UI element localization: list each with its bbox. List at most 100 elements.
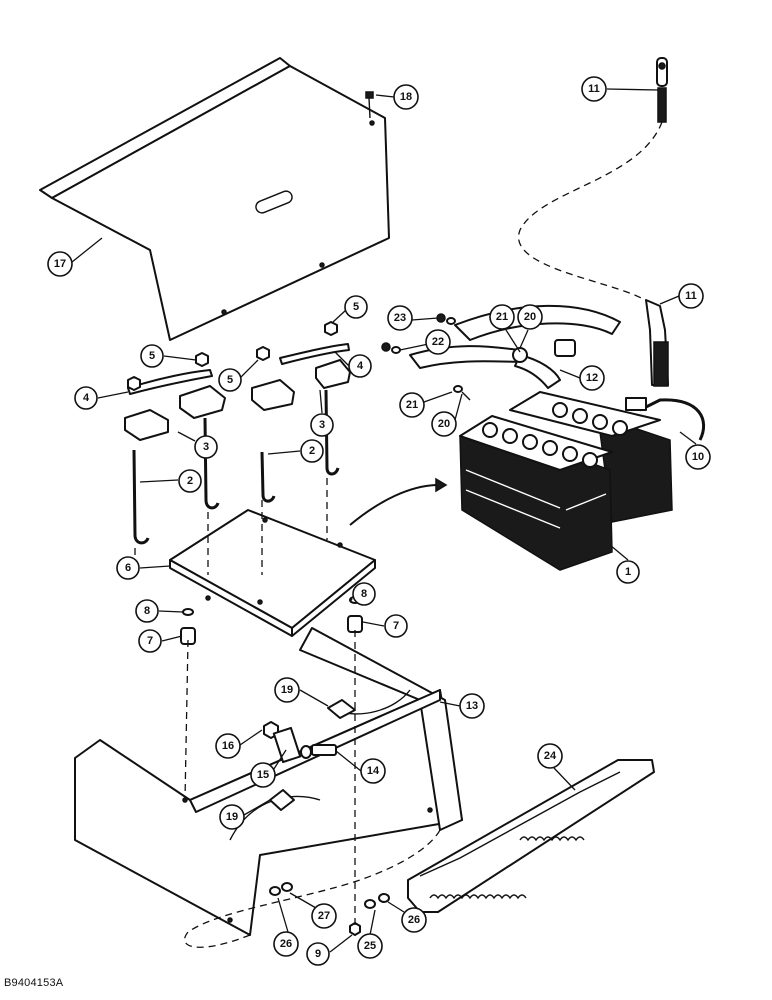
svg-text:24: 24 [544, 750, 557, 762]
callout-17: 17 [47, 251, 73, 277]
svg-text:3: 3 [319, 419, 325, 431]
svg-text:20: 20 [438, 418, 450, 430]
callout-5c: 5 [344, 295, 368, 319]
callout-5b: 5 [218, 368, 242, 392]
assembly-lines [134, 478, 441, 948]
callout-24: 24 [537, 743, 563, 769]
callout-23: 23 [387, 305, 413, 331]
svg-text:26: 26 [280, 938, 292, 950]
svg-text:19: 19 [281, 684, 293, 696]
callout-11b: 11 [678, 283, 704, 309]
callout-7a: 7 [138, 629, 162, 653]
callout-21a: 21 [489, 304, 515, 330]
callout-19b: 19 [219, 804, 245, 830]
callout-26b: 26 [401, 907, 427, 933]
svg-text:9: 9 [315, 948, 321, 960]
svg-text:21: 21 [496, 311, 508, 323]
battery-tray [169, 509, 376, 637]
svg-text:22: 22 [432, 336, 444, 348]
svg-text:23: 23 [394, 312, 406, 324]
mount-hardware [263, 699, 356, 811]
callout-27: 27 [311, 903, 337, 929]
callout-25: 25 [357, 933, 383, 959]
callout-22: 22 [425, 329, 451, 355]
svg-text:11: 11 [588, 83, 600, 95]
callout-4b: 4 [348, 354, 372, 378]
hold-down-rod-right [279, 343, 350, 365]
install-arrow [349, 477, 448, 526]
figure-code: B9404153A [4, 977, 64, 989]
callout-18: 18 [393, 84, 419, 110]
svg-text:10: 10 [692, 451, 704, 463]
callout-9: 9 [306, 942, 330, 966]
callout-7b: 7 [384, 614, 408, 638]
clamps [124, 359, 351, 441]
j-bolts [132, 389, 340, 545]
svg-text:26: 26 [408, 914, 420, 926]
svg-text:16: 16 [222, 740, 234, 752]
callout-3b: 3 [310, 413, 334, 437]
callout-11a: 11 [581, 76, 607, 102]
callout-16: 16 [215, 733, 241, 759]
callout-3a: 3 [194, 435, 218, 459]
svg-text:18: 18 [400, 91, 412, 103]
callout-26a: 26 [273, 931, 299, 957]
callout-15: 15 [250, 762, 276, 788]
svg-text:7: 7 [147, 635, 153, 647]
svg-text:5: 5 [227, 374, 233, 386]
svg-text:17: 17 [54, 258, 66, 270]
callout-2a: 2 [178, 469, 202, 493]
battery-cover [39, 57, 390, 341]
cable-hardware [381, 313, 471, 401]
callout-20b: 20 [431, 411, 457, 437]
step [407, 759, 655, 913]
callout-8b: 8 [352, 582, 376, 606]
svg-text:8: 8 [361, 588, 367, 600]
callout-2b: 2 [300, 439, 324, 463]
svg-text:12: 12 [586, 372, 598, 384]
svg-text:27: 27 [318, 910, 330, 922]
callout-10: 10 [685, 444, 711, 470]
hold-down-rod-left [127, 369, 213, 395]
battery-cable [517, 57, 669, 387]
svg-text:14: 14 [367, 765, 380, 777]
svg-text:6: 6 [125, 562, 131, 574]
bottom-hardware [269, 882, 390, 936]
svg-text:4: 4 [83, 392, 90, 404]
callout-20a: 20 [517, 304, 543, 330]
nuts [127, 321, 338, 391]
callout-6: 6 [116, 556, 140, 580]
svg-text:3: 3 [203, 441, 209, 453]
svg-text:1: 1 [625, 566, 631, 578]
cover-bolt [365, 91, 374, 119]
callout-5a: 5 [140, 344, 164, 368]
callout-14: 14 [360, 758, 386, 784]
svg-text:21: 21 [406, 399, 418, 411]
svg-text:11: 11 [685, 290, 697, 302]
svg-text:13: 13 [466, 700, 478, 712]
svg-text:20: 20 [524, 311, 536, 323]
svg-text:25: 25 [364, 940, 376, 952]
callout-8a: 8 [135, 599, 159, 623]
svg-text:15: 15 [257, 769, 269, 781]
callout-12: 12 [579, 365, 605, 391]
svg-text:7: 7 [393, 620, 399, 632]
svg-text:19: 19 [226, 811, 238, 823]
battery-ground-cable [625, 397, 706, 441]
leader-lines [71, 88, 697, 953]
svg-text:2: 2 [309, 445, 315, 457]
svg-text:5: 5 [353, 301, 359, 313]
svg-text:2: 2 [187, 475, 193, 487]
svg-text:8: 8 [144, 605, 150, 617]
svg-text:5: 5 [149, 350, 155, 362]
callout-21b: 21 [399, 392, 425, 418]
battery-1 [459, 402, 628, 571]
svg-text:4: 4 [357, 360, 364, 372]
callout-4a: 4 [74, 386, 98, 410]
callout-13: 13 [459, 693, 485, 719]
callout-19a: 19 [274, 677, 300, 703]
callout-1: 1 [616, 560, 640, 584]
battery-caps [482, 402, 628, 468]
